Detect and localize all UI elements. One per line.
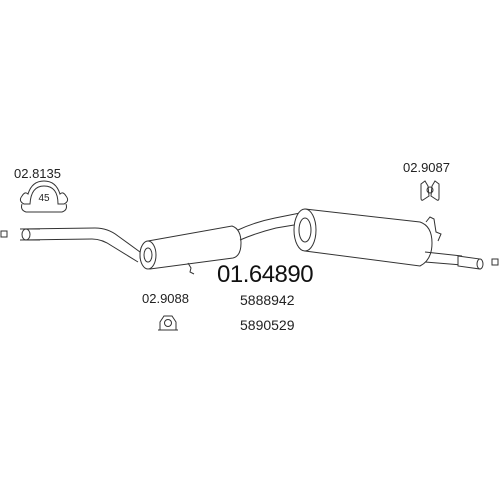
rear-mount-icon <box>420 180 440 201</box>
center-muffler <box>139 225 242 275</box>
front-clamp-part-number: 02.8135 <box>14 166 61 181</box>
right-connector-marker <box>491 258 499 266</box>
front-clamp-size: 45 <box>38 193 50 204</box>
middle-mount-icon <box>158 315 178 331</box>
tail-pipe <box>424 251 484 270</box>
front-pipe <box>19 227 141 263</box>
oem-number-2: 5890529 <box>240 317 295 333</box>
oem-number-1: 5888942 <box>240 292 295 308</box>
rear-mount-part-number: 02.9087 <box>403 160 450 175</box>
rear-muffler <box>293 208 442 267</box>
front-clamp-icon: 45 <box>19 180 69 213</box>
middle-mount-part-number: 02.9088 <box>142 291 189 306</box>
left-connector-marker <box>0 230 8 238</box>
mid-pipe <box>237 212 301 241</box>
main-part-number: 01.64890 <box>217 261 313 288</box>
